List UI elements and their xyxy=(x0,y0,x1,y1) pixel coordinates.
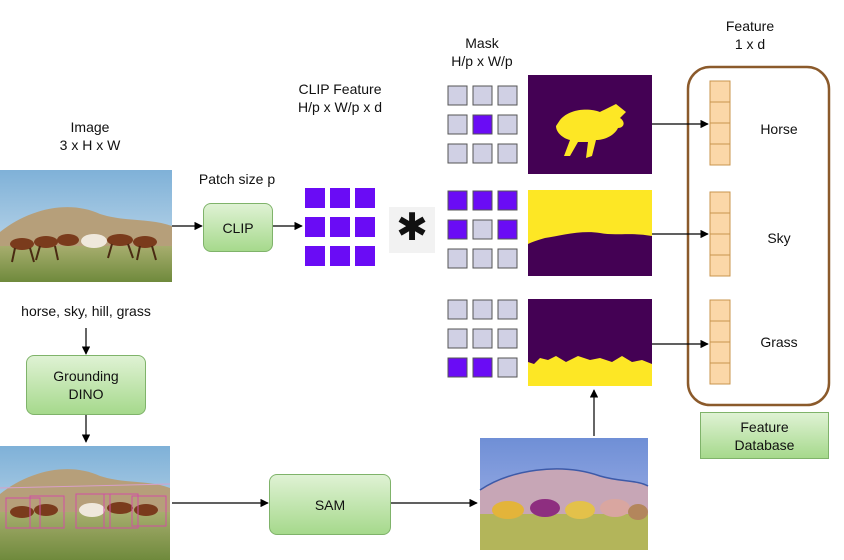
clip-feature-label: CLIP Feature H/p x W/p x d xyxy=(275,80,405,116)
clip-feature-grid xyxy=(305,188,375,266)
mask-image-grass xyxy=(528,299,652,386)
operator-symbol: ✱ xyxy=(396,207,428,249)
grounded-image xyxy=(0,446,171,560)
feature-label: Feature 1 x d xyxy=(700,17,800,53)
feature-name-sky: Sky xyxy=(767,230,791,246)
mask-label-line2: H/p x W/p xyxy=(451,53,513,69)
feature-label-line1: Feature xyxy=(725,18,775,34)
feature-database-line1: Feature xyxy=(740,418,789,435)
input-horses-image xyxy=(0,170,172,282)
feature-database-line2: Database xyxy=(734,436,795,453)
mask-label: Mask H/p x W/p xyxy=(430,34,534,70)
mask-image-horse xyxy=(528,75,652,174)
mask-label-line1: Mask xyxy=(465,35,499,51)
feature-database-outline xyxy=(686,65,831,407)
image-label: Image 3 x H x W xyxy=(40,118,140,154)
patch-size-label: Patch size p xyxy=(198,171,276,187)
grounding-dino-line2: DINO xyxy=(68,386,104,402)
grounding-dino-box: Grounding DINO xyxy=(26,355,146,415)
arrows xyxy=(81,119,709,508)
clip-feature-label-line1: CLIP Feature xyxy=(298,81,382,97)
segmented-image xyxy=(479,438,649,550)
classes-text: horse, sky, hill, grass xyxy=(21,303,151,319)
feature-name-horse: Horse xyxy=(760,121,798,137)
image-label-line1: Image xyxy=(70,119,110,135)
feature-database-box: Feature Database xyxy=(700,412,829,459)
feature-label-line2: 1 x d xyxy=(734,36,766,52)
mask-grid-sky xyxy=(447,190,518,269)
operator-background xyxy=(389,207,435,253)
clip-box: CLIP xyxy=(203,203,273,252)
sam-box: SAM xyxy=(269,474,391,535)
feature-name-grass: Grass xyxy=(760,334,798,350)
grounding-dino-line1: Grounding xyxy=(53,368,119,384)
image-label-line2: 3 x H x W xyxy=(59,137,121,153)
mask-image-sky xyxy=(528,190,652,276)
feature-vector-horse xyxy=(709,80,731,166)
mask-grid-horse xyxy=(447,85,518,164)
feature-vector-grass xyxy=(709,299,731,385)
mask-grid-grass xyxy=(447,299,518,378)
clip-feature-label-line2: H/p x W/p x d xyxy=(297,99,383,115)
feature-vector-sky xyxy=(709,191,731,277)
